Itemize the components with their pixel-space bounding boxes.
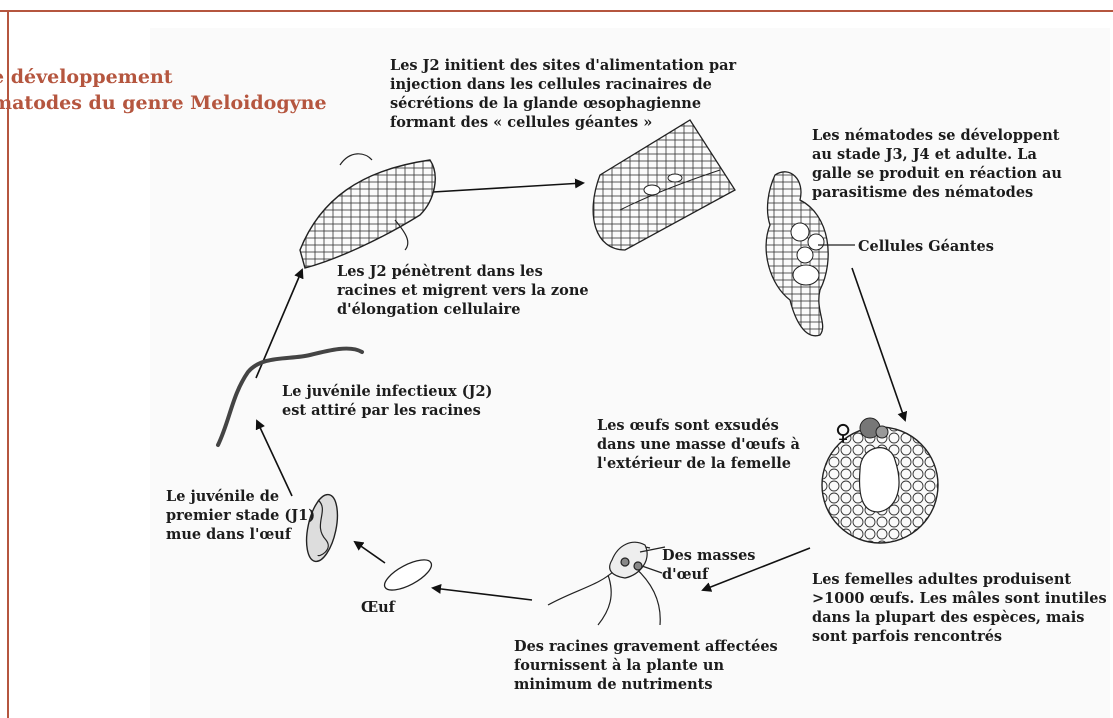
label-eggs-exuded-line: l'extérieur de la femelle — [597, 454, 800, 473]
label-egg: Œuf — [361, 598, 395, 617]
arrow-egg-to-j1 — [355, 542, 385, 563]
label-develop-line: parasitisme des nématodes — [812, 183, 1062, 202]
label-roots-affected-line: Des racines gravement affectées — [514, 637, 778, 656]
label-feeding-sites: Les J2 initient des sites d'alimentation… — [390, 56, 736, 132]
label-females: Les femelles adultes produisent >1000 œu… — [812, 570, 1107, 646]
label-first-stage-line: premier stade (J1) — [166, 506, 315, 525]
label-penetrate-line: racines et migrent vers la zone — [337, 281, 589, 300]
label-feeding-sites-line: Les J2 initient des sites d'alimentation… — [390, 56, 736, 75]
label-roots-affected-line: minimum de nutriments — [514, 675, 778, 694]
label-females-line: dans la plupart des espèces, mais — [812, 608, 1107, 627]
label-develop-line: galle se produit en réaction au — [812, 164, 1062, 183]
label-eggs-exuded: Les œufs sont exsudés dans une masse d'œ… — [597, 416, 800, 473]
feeding-site-root-illustration — [593, 120, 735, 250]
egg-masses-root-illustration — [548, 542, 665, 625]
label-penetrate: Les J2 pénètrent dans les racines et mig… — [337, 262, 589, 319]
arrow-eggmass-to-egg — [433, 588, 532, 600]
label-egg-masses-line: Des masses — [662, 546, 755, 565]
label-roots-affected-line: fournissent à la plante un — [514, 656, 778, 675]
arrow-j1-to-j2 — [257, 421, 292, 496]
label-infective-j2: Le juvénile infectieux (J2) est attiré p… — [282, 382, 492, 420]
label-penetrate-line: d'élongation cellulaire — [337, 300, 589, 319]
label-giant-cells: Cellules Géantes — [858, 237, 994, 256]
label-females-line: Les femelles adultes produisent — [812, 570, 1107, 589]
label-first-stage: Le juvénile de premier stade (J1) mue da… — [166, 487, 315, 544]
female-symbol: ♀ — [835, 421, 851, 446]
root-penetration-illustration — [300, 154, 435, 268]
label-develop-line: au stade J3, J4 et adulte. La — [812, 145, 1062, 164]
label-infective-line: Le juvénile infectieux (J2) — [282, 382, 492, 401]
label-roots-affected: Des racines gravement affectées fourniss… — [514, 637, 778, 694]
label-first-stage-line: mue dans l'œuf — [166, 525, 315, 544]
label-develop: Les nématodes se développent au stade J3… — [812, 126, 1062, 202]
label-feeding-sites-line: sécrétions de la glande œsophagienne — [390, 94, 736, 113]
label-eggs-exuded-line: Les œufs sont exsudés — [597, 416, 800, 435]
label-feeding-sites-line: injection dans les cellules racinaires d… — [390, 75, 736, 94]
arrow-root-to-feeding — [433, 183, 583, 192]
label-egg-masses: Des masses d'œuf — [662, 546, 755, 584]
label-egg-masses-line: d'œuf — [662, 565, 755, 584]
label-females-line: sont parfois rencontrés — [812, 627, 1107, 646]
label-penetrate-line: Les J2 pénètrent dans les — [337, 262, 589, 281]
label-feeding-sites-line: formant des « cellules géantes » — [390, 113, 736, 132]
label-first-stage-line: Le juvénile de — [166, 487, 315, 506]
egg-illustration — [380, 554, 435, 596]
label-infective-line: est attiré par les racines — [282, 401, 492, 420]
label-develop-line: Les nématodes se développent — [812, 126, 1062, 145]
label-females-line: >1000 œufs. Les mâles sont inutiles — [812, 589, 1107, 608]
label-eggs-exuded-line: dans une masse d'œufs à — [597, 435, 800, 454]
arrow-develop-to-female — [852, 268, 905, 420]
